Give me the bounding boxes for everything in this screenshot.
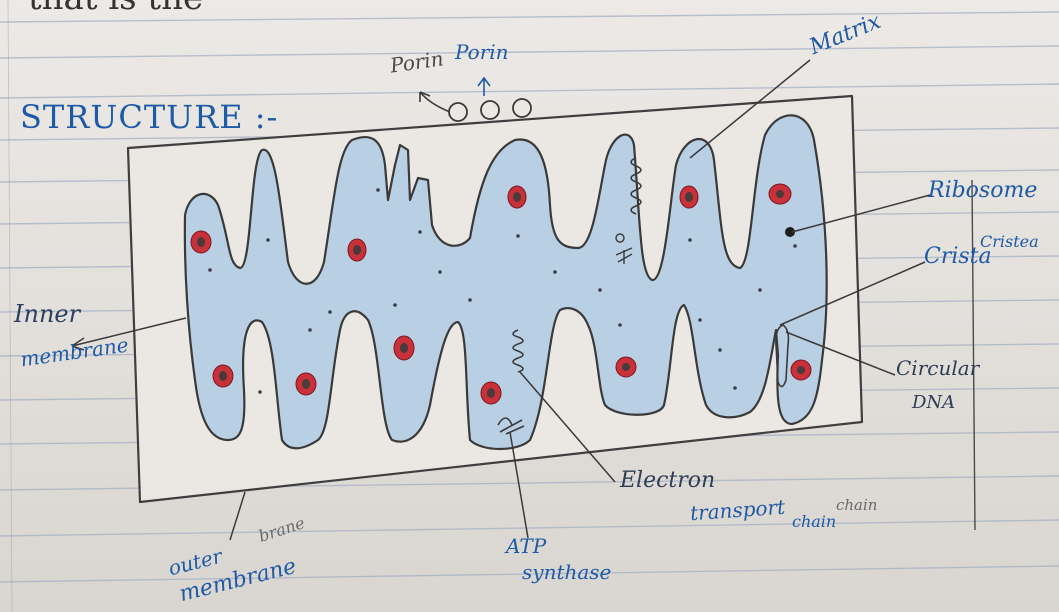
porin-up-arrow [478,78,490,96]
top-text: that is the [28,0,203,18]
porin-label: Porin [455,40,509,64]
electron-transport-label-1: Electron [620,468,715,493]
structure-heading: STRUCTURE :- [20,98,278,136]
circular-dna-label-1: Circular [896,356,979,380]
porin-channels [449,99,531,121]
atp-synthase-label-2: synthase [522,560,611,584]
inner-membrane-label-1: Inner [14,300,80,328]
left-margin-line [8,0,12,612]
electron-transport-label-3: chain [792,512,836,531]
ribosome-label: Ribosome [928,178,1037,203]
porin-arrow [420,92,450,112]
electron-transport-label-3-pencil: chain [836,496,877,514]
cristea-label: Cristea [980,232,1039,251]
atp-synthase-label-1: ATP [506,534,546,558]
circular-dna-label-2: DNA [912,392,955,413]
